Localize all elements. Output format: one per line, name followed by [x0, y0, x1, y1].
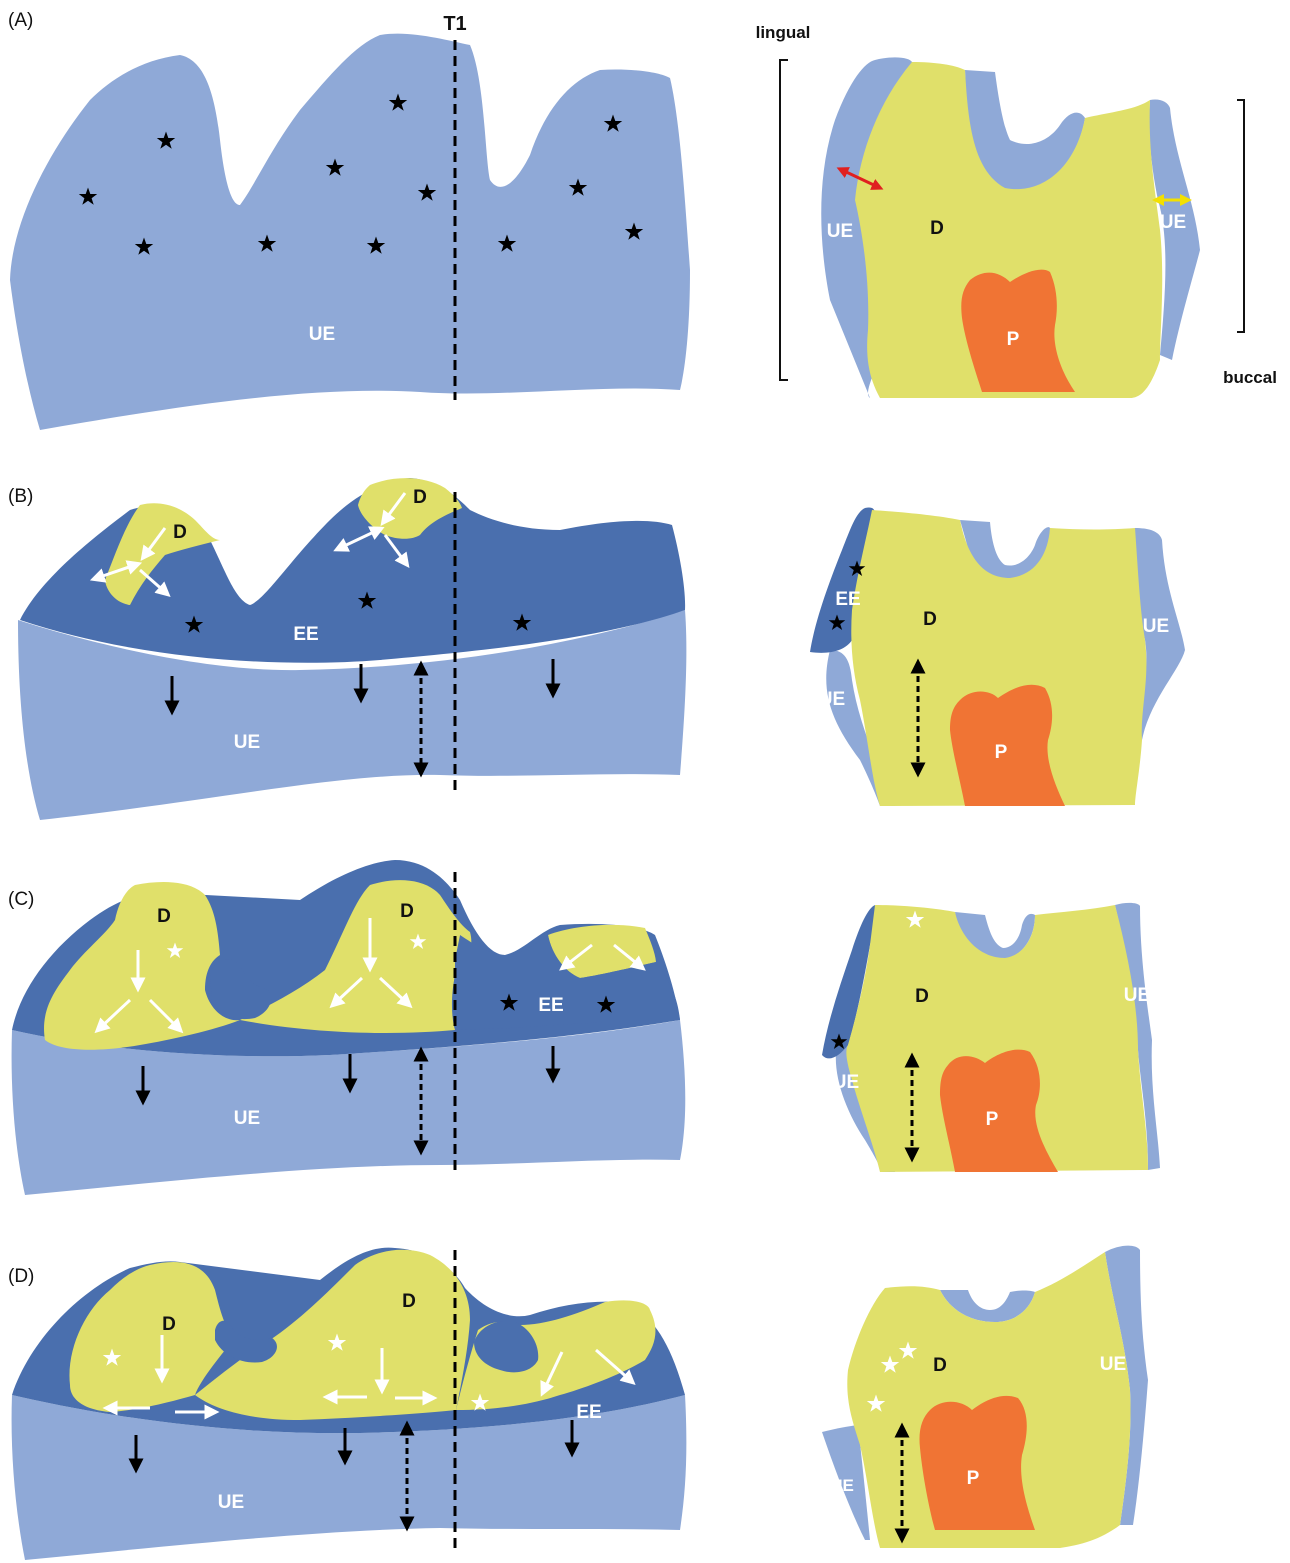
panel-a-ue-label: UE [309, 324, 335, 345]
panel-c-tag: (C) [8, 889, 34, 910]
panel-d-cross-section: UE UE D P [822, 1246, 1148, 1548]
panel-a-cs-d-label: D [930, 218, 944, 239]
section-line-label: T1 [443, 13, 466, 35]
panel-b-cs-ue-right: UE [1143, 616, 1169, 637]
panel-d-ee-label: EE [576, 1402, 601, 1423]
panel-c: (C) D D EE UE [8, 860, 1160, 1195]
panel-b-tag: (B) [8, 486, 33, 507]
panel-a-cross-section: UE UE D P [821, 57, 1200, 398]
panel-b-cs-ee-label: EE [835, 589, 860, 610]
panel-d-ue-label: UE [218, 1492, 244, 1513]
panel-d-tag: (D) [8, 1266, 34, 1287]
panel-b-cs-ue-left: UE [819, 689, 845, 710]
panel-d: (D) D D EE UE [8, 1246, 1148, 1560]
panel-d-cs-ue-right: UE [1100, 1354, 1126, 1375]
lingual-label: lingual [756, 23, 811, 42]
panel-b-d-left: D [173, 522, 187, 543]
panel-c-cs-ue-right: UE [1124, 985, 1150, 1006]
panel-b-ee-label: EE [293, 624, 318, 645]
panel-b-d-mid: D [413, 487, 427, 508]
buccal-label: buccal [1223, 368, 1277, 387]
panel-d-cs-pulp [919, 1396, 1035, 1530]
panel-a-cs-ue-left: UE [827, 221, 853, 242]
panel-c-d-left: D [157, 906, 171, 927]
panel-b: (B) D D EE UE [8, 478, 1185, 820]
panel-d-cs-ue-left: UE [830, 1476, 854, 1495]
panel-a-unaffected-enamel [10, 34, 690, 430]
panel-a-cs-p-label: P [1007, 329, 1020, 350]
panel-c-cs-p-label: P [986, 1109, 999, 1130]
panel-d-d-left: D [162, 1314, 176, 1335]
panel-d-d-mid: D [402, 1291, 416, 1312]
panel-a: (A) UE T1 UE UE [8, 10, 1277, 430]
panel-c-d-mid: D [400, 901, 414, 922]
panel-b-cs-p-label: P [995, 742, 1008, 763]
panel-b-cs-d-label: D [923, 609, 937, 630]
panel-d-cs-d-label: D [933, 1355, 947, 1376]
panel-c-ue-label: UE [234, 1108, 260, 1129]
panel-c-cs-d-label: D [915, 986, 929, 1007]
panel-d-cs-p-label: P [967, 1468, 980, 1489]
panel-a-tag: (A) [8, 10, 33, 31]
bracket-icon [1237, 100, 1244, 332]
panel-c-cross-section: UE UE D P [822, 903, 1160, 1172]
panel-b-cross-section: EE UE UE D P [810, 508, 1185, 806]
bracket-icon [780, 60, 788, 380]
panel-b-ue-label: UE [234, 732, 260, 753]
panel-a-cs-ue-right: UE [1160, 212, 1186, 233]
panel-c-ee-label: EE [538, 995, 563, 1016]
panel-c-cs-ue-left: UE [833, 1072, 859, 1093]
